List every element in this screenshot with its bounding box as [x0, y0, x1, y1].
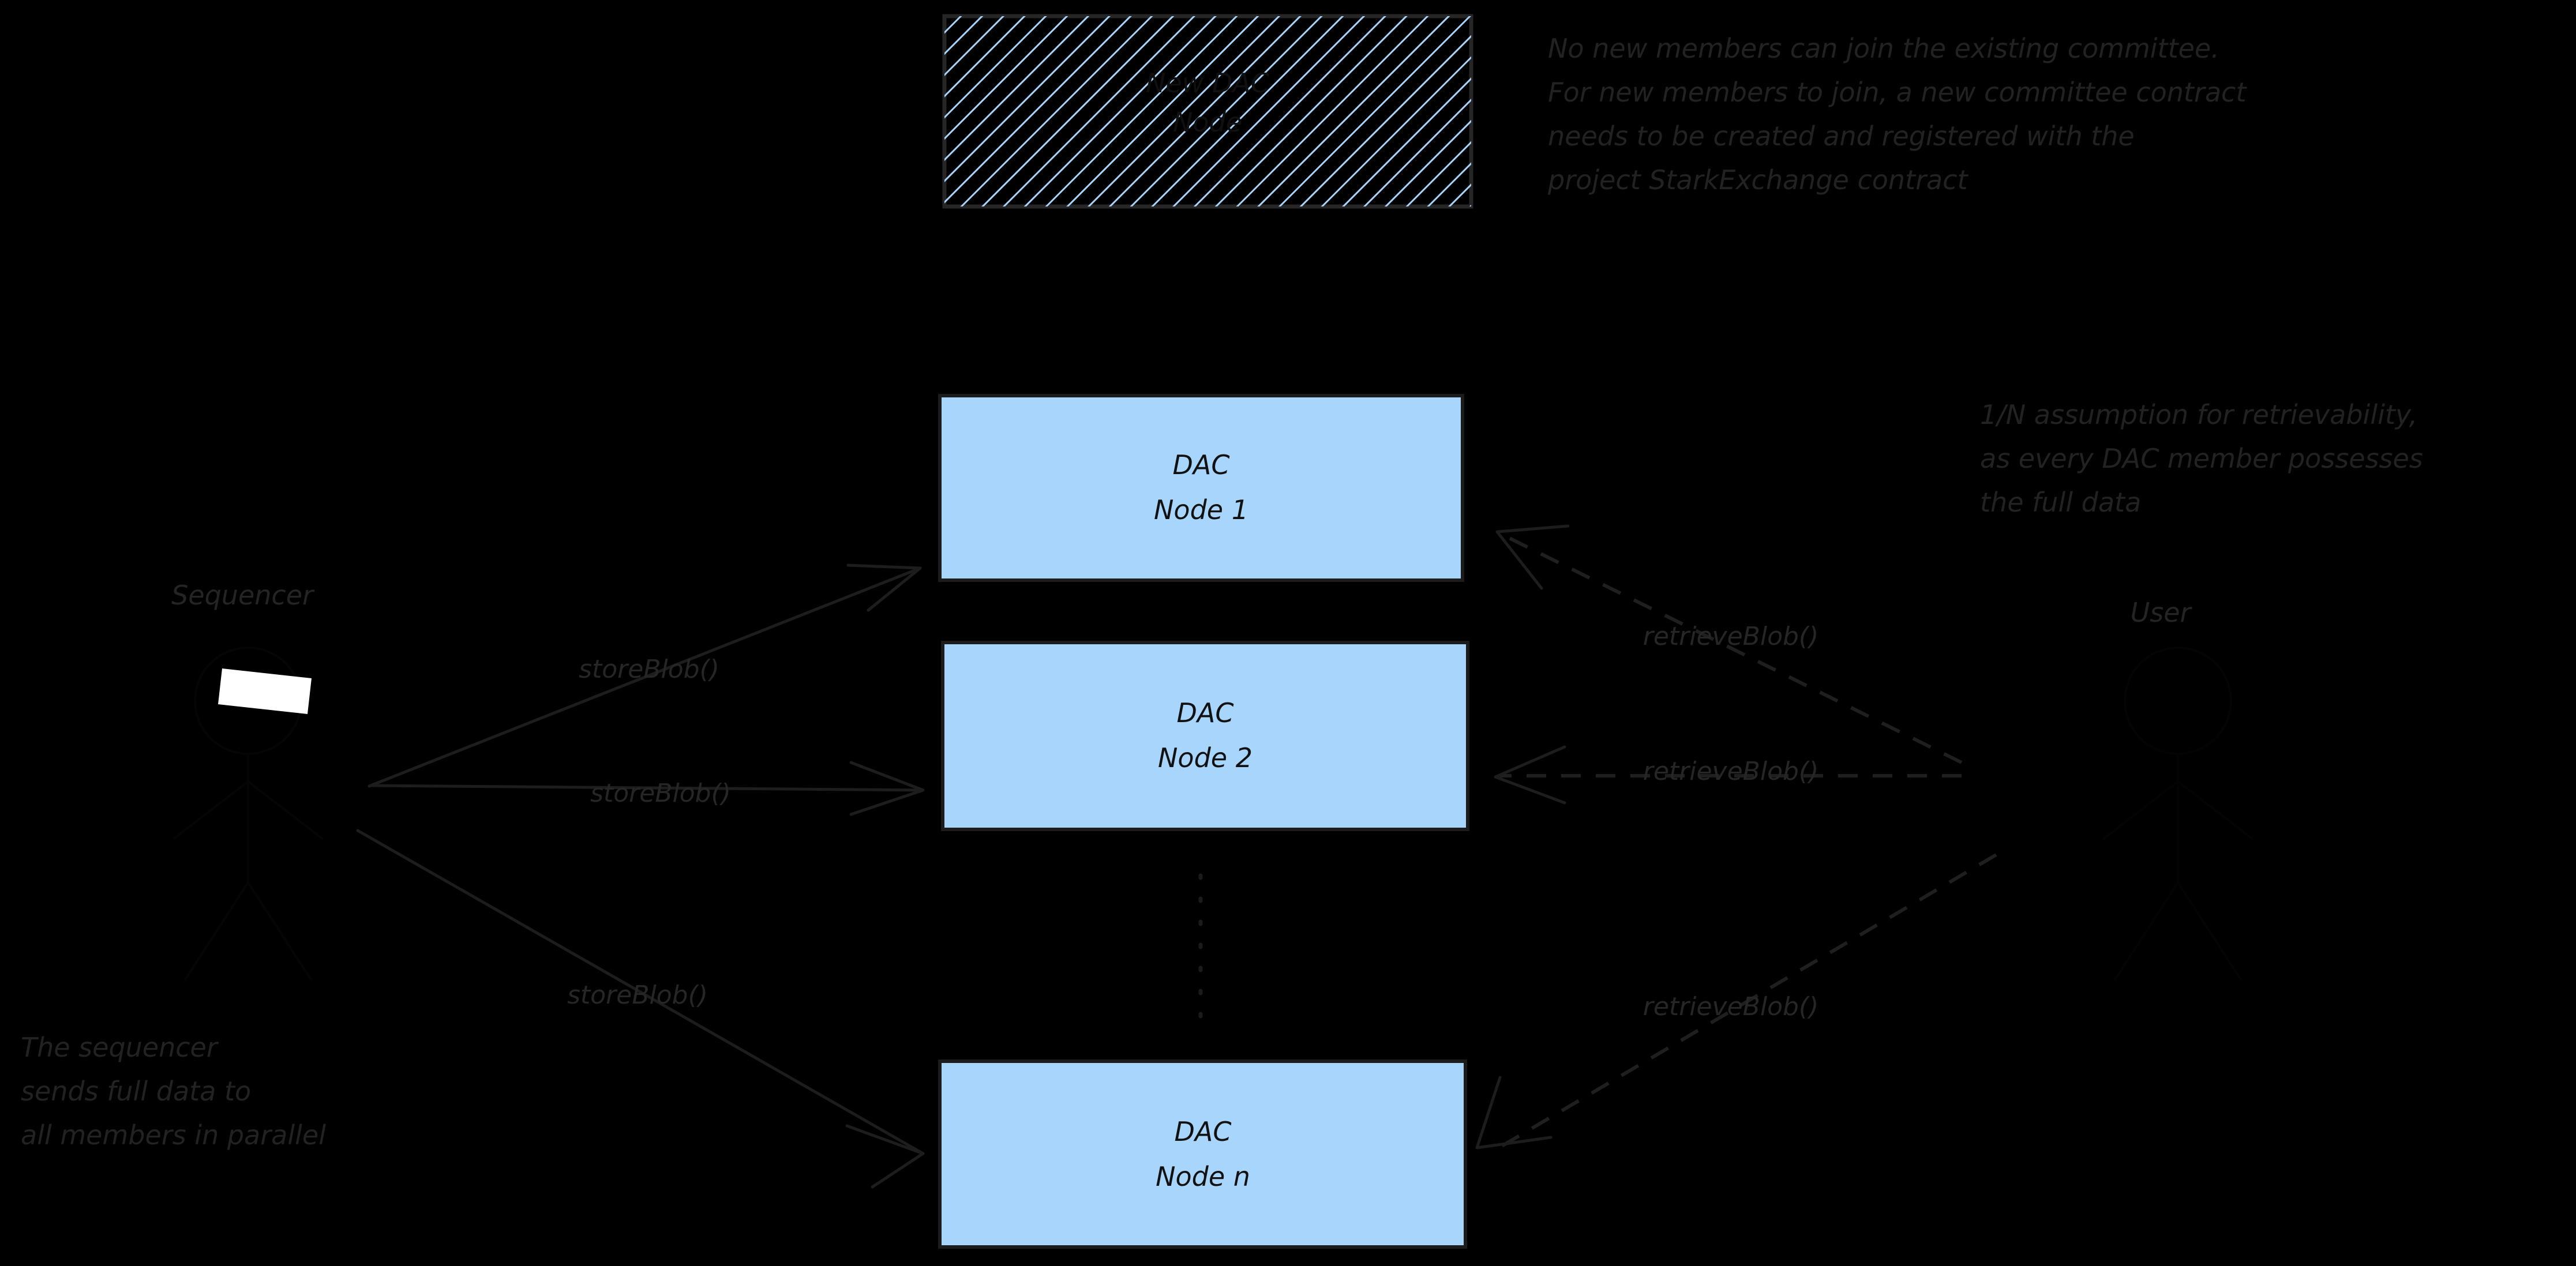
actor-user[interactable]: User: [2102, 597, 2254, 982]
note-bottom-left-line1: The sequencer: [21, 1032, 219, 1063]
note-top-right-line4: project StarkExchange contract: [1547, 164, 1968, 196]
dac-node-2-line1: DAC: [1176, 697, 1233, 728]
new-dac-node-line1: New DAC: [1146, 67, 1269, 99]
retrieveblob-label-1: retrieveBlob(): [1643, 622, 1819, 651]
new-dac-node-line2: Node: [1173, 107, 1242, 138]
dac-node-2-box[interactable]: DAC Node 2: [941, 641, 1469, 831]
user-label: User: [2131, 597, 2193, 628]
storeblob-label-2: storeBlob(): [590, 779, 731, 808]
dac-node-n-line1: DAC: [1174, 1116, 1231, 1147]
note-bottom-left-line2: sends full data to: [21, 1076, 251, 1107]
dac-node-1-box[interactable]: DAC Node 1: [938, 394, 1464, 582]
dac-node-n-line2: Node n: [1156, 1161, 1250, 1192]
sequencer-label: Sequencer: [171, 580, 315, 611]
note-top-right-line2: For new members to join, a new committee…: [1548, 77, 2247, 108]
storeblob-label-3: storeBlob(): [567, 981, 708, 1010]
note-right-line1: 1/N assumption for retrievability,: [1980, 399, 2417, 430]
edge-retrieveblob-noden[interactable]: retrieveBlob(): [1475, 853, 1997, 1149]
edge-retrieveblob-node1[interactable]: retrieveBlob(): [1495, 524, 1963, 764]
note-right-line2: as every DAC member possesses: [1980, 443, 2423, 474]
edge-retrieveblob-node2[interactable]: retrieveBlob(): [1494, 745, 1962, 805]
retrieveblob-label-3: retrieveBlob(): [1643, 992, 1819, 1021]
note-top-right: No new members can join the existing com…: [1547, 33, 2247, 196]
actor-sequencer[interactable]: Sequencer: [171, 580, 324, 982]
edge-storeblob-node2[interactable]: storeBlob(): [370, 761, 925, 816]
note-sequencer-parallel: The sequencer sends full data to all mem…: [21, 1032, 326, 1151]
edge-storeblob-node1[interactable]: storeBlob(): [368, 563, 922, 788]
storeblob-label-1: storeBlob(): [579, 655, 719, 684]
dac-node-2-line2: Node 2: [1158, 742, 1253, 773]
new-dac-node-box[interactable]: New DAC Node: [942, 14, 1473, 209]
dac-node-n-box[interactable]: DAC Node n: [938, 1060, 1467, 1249]
dac-node-1-line1: DAC: [1172, 449, 1229, 480]
sequencer-stick-figure-icon: [172, 647, 324, 982]
user-stick-figure-icon: [2102, 647, 2254, 982]
note-right-line3: the full data: [1980, 487, 2141, 518]
note-bottom-left-line3: all members in parallel: [21, 1120, 326, 1151]
note-top-right-line1: No new members can join the existing com…: [1548, 33, 2219, 64]
note-retrievability: 1/N assumption for retrievability, as ev…: [1980, 399, 2423, 518]
dac-node-1-line2: Node 1: [1154, 494, 1248, 525]
retrieveblob-label-2: retrieveBlob(): [1643, 757, 1819, 786]
note-top-right-line3: needs to be created and registered with …: [1548, 121, 2135, 152]
sequencer-white-tag: [218, 668, 312, 714]
edge-storeblob-noden[interactable]: storeBlob(): [356, 829, 925, 1189]
